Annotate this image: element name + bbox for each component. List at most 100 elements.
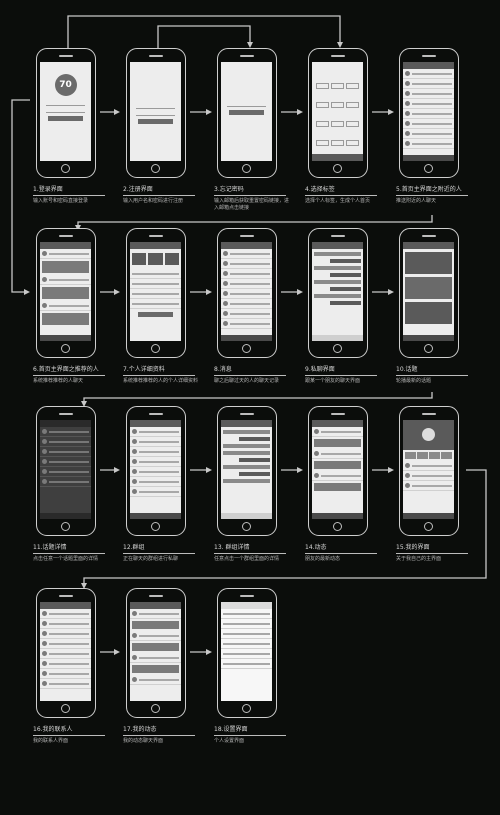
settings-screen xyxy=(221,602,272,701)
screen-title: 14.动态 xyxy=(305,544,327,551)
title-underline xyxy=(123,735,195,736)
phone-frame xyxy=(36,228,96,358)
topic-detail-screen xyxy=(40,420,91,519)
connector-row1-to-row2 xyxy=(77,215,433,228)
app-logo: 70 xyxy=(54,74,77,96)
screen-description: 点击任意一个话题里面的详情 xyxy=(33,556,99,562)
screen-title: 12.群组 xyxy=(123,544,145,551)
login-button[interactable] xyxy=(48,116,83,121)
screen-description: 跟某一个朋友的聊天界面 xyxy=(305,378,361,384)
screen-description: 朋友的最新动态 xyxy=(305,556,341,562)
title-underline xyxy=(214,735,286,736)
phone-frame xyxy=(126,588,186,718)
title-underline xyxy=(214,375,286,376)
screen-description: 任意点击一个群组里面的详情 xyxy=(214,556,280,562)
title-underline xyxy=(396,553,468,554)
caption: 17.我的动态 我的动态聊天界面 xyxy=(123,726,201,745)
generate-button[interactable] xyxy=(312,154,363,161)
screen-description: 轮播最新的话题 xyxy=(396,378,432,384)
connector-register-to-forgot xyxy=(157,25,251,48)
phone-frame xyxy=(308,228,368,358)
screen-description: 我的动态聊天界面 xyxy=(123,738,164,744)
title-underline xyxy=(123,195,195,196)
home-button-icon xyxy=(151,164,160,173)
groups-screen xyxy=(130,420,181,519)
screen-title: 9.私聊界面 xyxy=(305,366,335,373)
title-underline xyxy=(305,553,377,554)
username-field[interactable] xyxy=(46,102,85,106)
screen-title: 4.选择标签 xyxy=(305,186,335,193)
screen-title: 7.个人详细资料 xyxy=(123,366,165,373)
title-underline xyxy=(33,735,105,736)
connector-login-to-tags xyxy=(67,15,341,48)
phone-frame xyxy=(36,588,96,718)
moments-screen xyxy=(312,420,363,519)
speaker xyxy=(149,235,163,237)
screen-title: 16.我的联系人 xyxy=(33,726,73,733)
nav-bar xyxy=(40,602,91,609)
connector-row3-to-row4 xyxy=(83,469,487,586)
register-button[interactable] xyxy=(138,119,173,124)
speaker xyxy=(422,235,436,237)
speaker xyxy=(331,235,345,237)
speaker xyxy=(331,55,345,57)
messages-screen xyxy=(221,242,272,341)
screen-description: 正在聊天的群组进行私聊 xyxy=(123,556,179,562)
caption: 3.忘记密码 输入邮箱后获取重置密码链接，进入邮箱点击链接 xyxy=(214,186,292,212)
tab-bar xyxy=(40,513,91,519)
speaker xyxy=(59,55,73,57)
username-field[interactable] xyxy=(136,105,175,109)
home-button-icon xyxy=(424,522,433,531)
send-link-button[interactable] xyxy=(229,110,264,115)
screen-title: 15.我的界面 xyxy=(396,544,430,551)
password-field[interactable] xyxy=(136,112,175,116)
tags-screen xyxy=(312,62,363,161)
caption: 8.消息 聊之后聊过天的人的聊天记录 xyxy=(214,366,292,385)
caption: 13. 群组详情 任意点击一个群组里面的详情 xyxy=(214,544,292,563)
connector-login-to-home xyxy=(11,99,30,293)
phone-frame xyxy=(399,48,459,178)
title-underline xyxy=(33,195,105,196)
screen-description: 推送附近的人聊天 xyxy=(396,198,437,204)
nav-bar xyxy=(40,242,91,249)
screen-title: 5.首页主界面之附近的人 xyxy=(396,186,462,193)
speaker xyxy=(240,55,254,57)
speaker xyxy=(422,413,436,415)
speaker xyxy=(149,55,163,57)
phone-frame xyxy=(308,406,368,536)
screen-description: 聊之后聊过天的人的聊天记录 xyxy=(214,378,280,384)
tab-bar xyxy=(403,335,454,341)
home-button-icon xyxy=(333,522,342,531)
my-moments-screen xyxy=(130,602,181,701)
speaker xyxy=(240,413,254,415)
phone-frame xyxy=(399,406,459,536)
nav-bar xyxy=(221,420,272,427)
screen-description: 系统推荐推荐的人的个人详细资料 xyxy=(123,378,199,384)
nav-bar xyxy=(40,420,91,427)
password-field[interactable] xyxy=(46,109,85,113)
speaker xyxy=(240,595,254,597)
email-field[interactable] xyxy=(227,103,266,107)
home-button-icon xyxy=(424,344,433,353)
screen-description: 系统推荐推荐的人聊天 xyxy=(33,378,84,384)
home-button-icon xyxy=(61,164,70,173)
message-input[interactable] xyxy=(221,513,272,519)
tab-bar xyxy=(312,513,363,519)
phone-frame xyxy=(308,48,368,178)
screen-description: 输入邮箱后获取重置密码链接，进入邮箱点击链接 xyxy=(214,198,290,211)
caption: 7.个人详细资料 系统推荐推荐的人的个人详细资料 xyxy=(123,366,201,385)
topics-screen xyxy=(403,242,454,341)
chat-button[interactable] xyxy=(138,312,173,317)
speaker xyxy=(240,235,254,237)
nav-bar xyxy=(403,242,454,249)
home-button-icon xyxy=(242,344,251,353)
avatar[interactable] xyxy=(422,428,435,441)
title-underline xyxy=(305,195,377,196)
phone-frame xyxy=(36,406,96,536)
home-button-icon xyxy=(151,522,160,531)
title-underline xyxy=(33,553,105,554)
caption: 5.首页主界面之附近的人 推送附近的人聊天 xyxy=(396,186,474,205)
screen-title: 18.设置界面 xyxy=(214,726,248,733)
caption: 16.我的联系人 我的联系人界面 xyxy=(33,726,111,745)
message-input[interactable] xyxy=(312,335,363,341)
